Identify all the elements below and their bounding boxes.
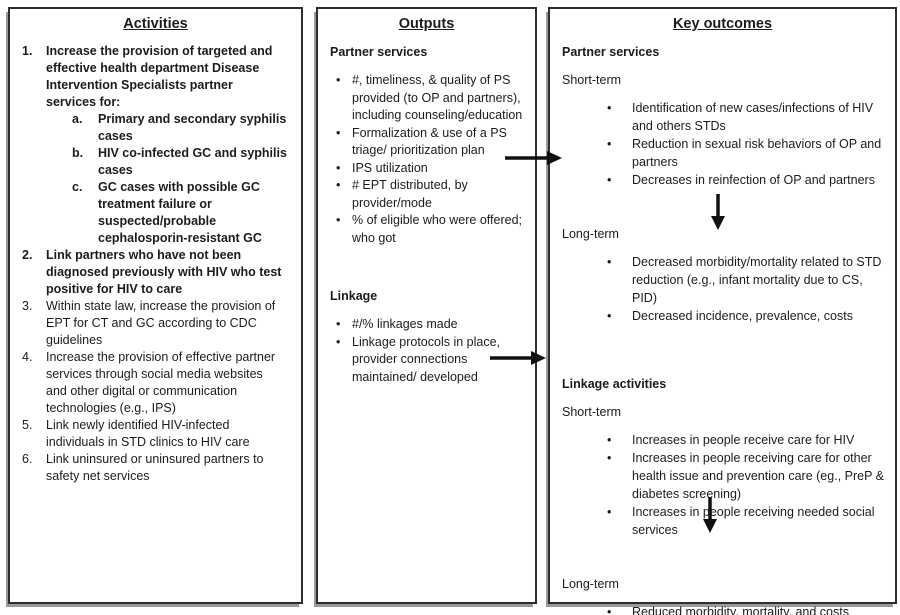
bullet-item: Identification of new cases/infections o… — [560, 99, 885, 135]
activity-item-4: 4. Increase the provision of effective p… — [20, 349, 291, 417]
bullet-item: Linkage protocols in place, provider con… — [328, 334, 525, 387]
activity-subitem-a: a. Primary and secondary syphilis cases — [20, 111, 291, 145]
item-text: Increase the provision of effective part… — [46, 350, 276, 415]
bullet-icon — [328, 160, 352, 178]
item-number: 3. — [22, 299, 33, 313]
bullet-item: Decreased incidence, prevalence, costs — [560, 307, 885, 325]
activity-item-2: 2. Link partners who have not been diagn… — [20, 247, 291, 298]
outcomes-section-linkage-activities: Linkage activities — [562, 377, 667, 391]
activity-subitem-c: c. GC cases with possible GC treatment f… — [20, 179, 291, 247]
activities-box: Activities 1. Increase the provision of … — [8, 7, 303, 604]
outputs-box: Outputs Partner services #, timeliness, … — [316, 7, 537, 604]
item-letter: a. — [72, 112, 83, 126]
bullet-item: IPS utilization — [328, 160, 525, 178]
bullet-icon — [560, 307, 632, 325]
outcomes-section-partner-services: Partner services — [562, 45, 660, 59]
bullet-icon — [328, 177, 352, 212]
bullet-item: % of eligible who were offered; who got — [328, 212, 525, 247]
partner-services-long-term-label: Long-term — [562, 227, 619, 241]
bullet-item: #/% linkages made — [328, 316, 525, 334]
key-outcomes-box: Key outcomes Partner services Short-term… — [548, 7, 897, 615]
outputs-linkage-bullets: #/% linkages made Linkage protocols in p… — [328, 316, 525, 386]
item-number: 2. — [22, 248, 33, 262]
partner-services-short-term-bullets: Identification of new cases/infections o… — [560, 99, 885, 189]
outputs-section-linkage: Linkage — [330, 289, 378, 303]
item-text: Link uninsured or uninsured partners to … — [46, 452, 264, 483]
bullet-item: Decreases in reinfection of OP and partn… — [560, 171, 885, 189]
bullet-icon — [560, 99, 632, 135]
activity-item-5: 5. Link newly identified HIV-infected in… — [20, 417, 291, 451]
bullet-icon — [560, 253, 632, 307]
item-number: 1. — [22, 44, 33, 58]
partner-services-short-term-label: Short-term — [562, 73, 622, 87]
partner-services-long-term-bullets: Decreased morbidity/mortality related to… — [560, 253, 885, 325]
item-letter: b. — [72, 146, 84, 160]
item-text: HIV co-infected GC and syphilis cases — [98, 146, 287, 177]
item-text: Within state law, increase the provision… — [46, 299, 276, 347]
bullet-item: Reduced morbidity, mortality, and costs — [560, 603, 885, 615]
outputs-title: Outputs — [398, 16, 455, 32]
bullet-item: Increases in people receiving care for o… — [560, 449, 885, 503]
item-text: Link newly identified HIV-infected indiv… — [46, 418, 250, 449]
item-text: Increase the provision of targeted and e… — [46, 44, 273, 109]
linkage-short-term-label: Short-term — [562, 405, 622, 419]
bullet-item: Reduction in sexual risk behaviors of OP… — [560, 135, 885, 171]
bullet-item: #, timeliness, & quality of PS provided … — [328, 72, 525, 125]
item-text: GC cases with possible GC treatment fail… — [98, 180, 262, 245]
bullet-item: Increases in people receive care for HIV — [560, 431, 885, 449]
activity-item-6: 6. Link uninsured or uninsured partners … — [20, 451, 291, 485]
bullet-item: Formalization & use of a PS triage/ prio… — [328, 125, 525, 160]
linkage-long-term-bullets: Reduced morbidity, mortality, and costs … — [560, 603, 885, 615]
bullet-icon — [328, 72, 352, 125]
activity-item-1: 1. Increase the provision of targeted an… — [20, 43, 291, 111]
bullet-item: Decreased morbidity/mortality related to… — [560, 253, 885, 307]
bullet-icon — [560, 431, 632, 449]
linkage-long-term-label: Long-term — [562, 577, 619, 591]
bullet-icon — [560, 603, 632, 615]
key-outcomes-title: Key outcomes — [672, 16, 773, 32]
item-number: 4. — [22, 350, 33, 364]
outputs-partner-services-bullets: #, timeliness, & quality of PS provided … — [328, 72, 525, 247]
bullet-item: Increases in people receiving needed soc… — [560, 503, 885, 539]
bullet-icon — [328, 125, 352, 160]
bullet-icon — [560, 449, 632, 503]
bullet-item: # EPT distributed, by provider/mode — [328, 177, 525, 212]
item-letter: c. — [72, 180, 83, 194]
bullet-icon — [328, 316, 352, 334]
bullet-icon — [560, 135, 632, 171]
bullet-icon — [328, 334, 352, 387]
outputs-section-partner-services: Partner services — [330, 45, 428, 59]
item-number: 6. — [22, 452, 33, 466]
bullet-icon — [560, 503, 632, 539]
item-text: Primary and secondary syphilis cases — [98, 112, 287, 143]
linkage-short-term-bullets: Increases in people receive care for HIV… — [560, 431, 885, 539]
activities-title: Activities — [123, 16, 188, 32]
bullet-icon — [560, 171, 632, 189]
item-number: 5. — [22, 418, 33, 432]
activity-item-3: 3. Within state law, increase the provis… — [20, 298, 291, 349]
activity-subitem-b: b. HIV co-infected GC and syphilis cases — [20, 145, 291, 179]
item-text: Link partners who have not been diagnose… — [46, 248, 282, 296]
bullet-icon — [328, 212, 352, 247]
